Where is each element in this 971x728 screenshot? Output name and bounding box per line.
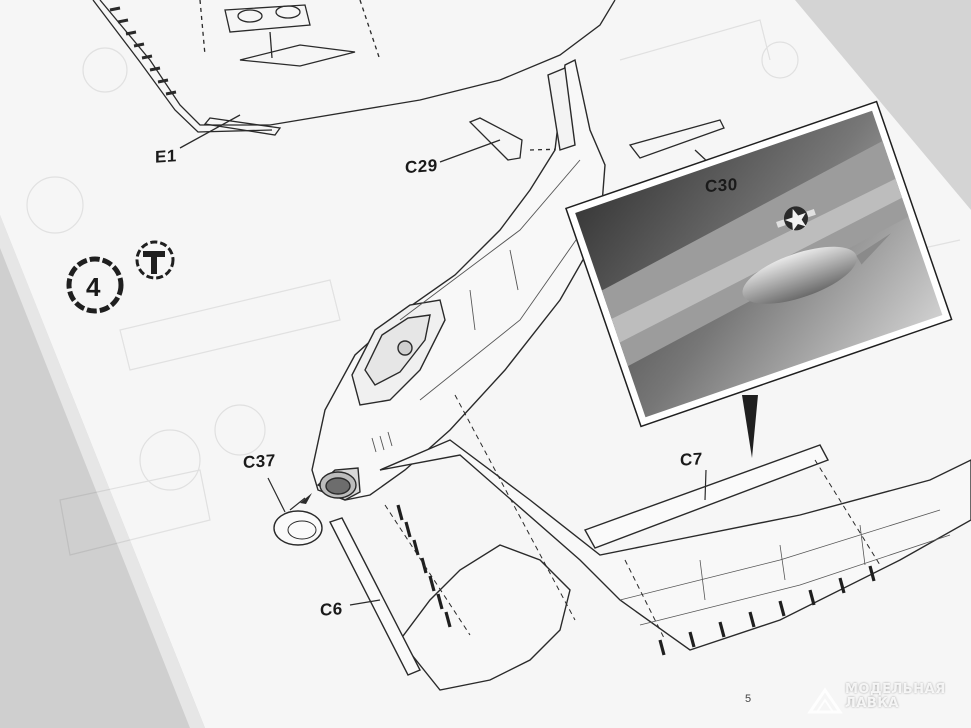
label-c6: C6 xyxy=(320,599,343,620)
top-assembly-drawing xyxy=(92,0,616,149)
watermark-text: МОДЕЛЬНАЯ ЛАВКА xyxy=(845,682,946,711)
hammer-icon xyxy=(135,240,175,280)
reference-photo xyxy=(563,98,955,430)
watermark-logo-icon xyxy=(807,687,843,714)
page-number: 5 xyxy=(745,693,752,705)
label-c37: C37 xyxy=(243,450,276,473)
label-c29: C29 xyxy=(405,155,438,178)
step-number: 4 xyxy=(86,272,101,302)
label-c7: C7 xyxy=(680,449,703,470)
part-c37-drawing xyxy=(267,477,323,546)
part-c29-drawing xyxy=(468,117,523,161)
part-c6-drawing xyxy=(329,517,421,676)
part-c30-drawing xyxy=(628,119,725,159)
part-c7-drawing xyxy=(583,444,829,549)
wing-drawing xyxy=(379,439,971,691)
step-marker xyxy=(66,256,124,314)
label-e1: E1 xyxy=(155,146,177,167)
aircraft-fuselage-drawing xyxy=(311,58,606,501)
label-c30: C30 xyxy=(705,174,738,197)
